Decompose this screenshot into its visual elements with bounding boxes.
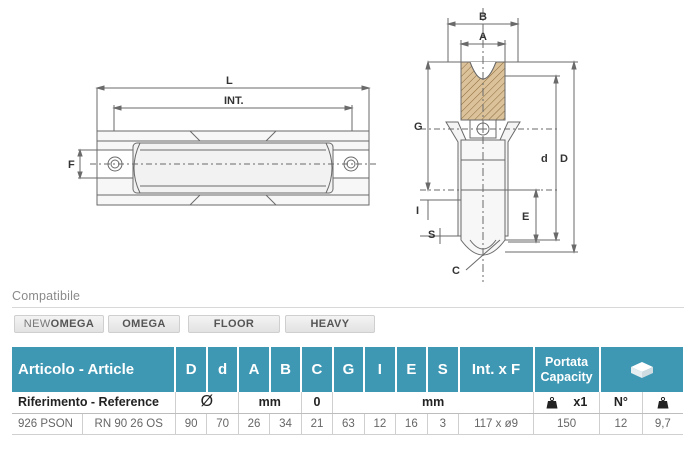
reference-label: Riferimento - Reference bbox=[12, 392, 176, 414]
label-INT: INT. bbox=[224, 95, 244, 107]
units-x1: x1 bbox=[573, 395, 588, 410]
header-capacity-it: Portata bbox=[545, 354, 589, 369]
header-E: E bbox=[395, 347, 429, 392]
cell-A: 26 bbox=[238, 413, 271, 435]
diameter-symbol: Ø bbox=[175, 392, 239, 414]
spec-table: Articolo - Article D d A B C G I E S Int… bbox=[12, 347, 683, 435]
units-capacity: x1 bbox=[533, 392, 601, 414]
dimension-labels: L INT. F B A G d D I S E C bbox=[68, 11, 568, 277]
label-L: L bbox=[226, 75, 233, 87]
weight-kg-icon bbox=[657, 396, 669, 409]
units-row: Riferimento - Reference Ø mm 0 mm x1 N° bbox=[12, 392, 683, 414]
cell-E: 16 bbox=[395, 413, 428, 435]
compatibility-divider bbox=[12, 307, 684, 308]
cell-article: 926 PSON bbox=[12, 413, 83, 435]
cell-int-f: 117 x ø9 bbox=[458, 413, 535, 435]
header-I: I bbox=[364, 347, 397, 392]
weight-kg-icon bbox=[546, 396, 558, 409]
units-number: N° bbox=[599, 392, 643, 414]
label-I: I bbox=[416, 205, 419, 217]
chip-heavy-label: HEAVY bbox=[310, 318, 350, 330]
header-int-f: Int. x F bbox=[458, 347, 535, 392]
compatibility-label: Compatibile bbox=[12, 289, 81, 303]
header-capacity: Portata Capacity bbox=[533, 347, 601, 392]
header-capacity-en: Capacity bbox=[540, 369, 593, 384]
header-S: S bbox=[427, 347, 460, 392]
header-D: D bbox=[175, 347, 208, 392]
box-icon bbox=[630, 361, 653, 378]
units-mm-2: mm bbox=[332, 392, 535, 414]
cell-d: 70 bbox=[206, 413, 239, 435]
chip-floor-label: FLOOR bbox=[213, 318, 255, 330]
chip-newomega-label: OMEGA bbox=[50, 318, 95, 330]
label-E: E bbox=[522, 211, 529, 223]
header-box bbox=[599, 347, 683, 392]
label-A: A bbox=[479, 31, 487, 43]
header-article: Articolo - Article bbox=[12, 347, 177, 392]
label-B: B bbox=[479, 11, 487, 23]
units-weight bbox=[642, 392, 683, 414]
label-G: G bbox=[414, 121, 423, 133]
label-F: F bbox=[68, 159, 75, 171]
cell-capacity: 150 bbox=[533, 413, 601, 435]
table-header-row: Articolo - Article D d A B C G I E S Int… bbox=[12, 347, 683, 392]
label-d: d bbox=[541, 153, 548, 165]
cell-number: 12 bbox=[599, 413, 643, 435]
chip-omega-label: OMEGA bbox=[122, 318, 166, 330]
header-d: d bbox=[206, 347, 240, 392]
units-zero: 0 bbox=[301, 392, 334, 414]
header-A: A bbox=[238, 347, 271, 392]
chip-newomega-prefix: NEW bbox=[23, 318, 51, 330]
side-view bbox=[420, 8, 578, 282]
cell-D: 90 bbox=[175, 413, 208, 435]
chip-floor: FLOOR bbox=[188, 315, 280, 333]
units-mm-1: mm bbox=[238, 392, 302, 414]
header-B: B bbox=[269, 347, 303, 392]
cell-reference: RN 90 26 OS bbox=[82, 413, 176, 435]
cell-C: 21 bbox=[301, 413, 334, 435]
label-S: S bbox=[428, 229, 435, 241]
cell-weight: 9,7 bbox=[642, 413, 683, 435]
technical-drawing: L INT. F B A G d D I S E C bbox=[68, 8, 578, 282]
front-view bbox=[77, 85, 376, 206]
chip-omega: OMEGA bbox=[108, 315, 180, 333]
chip-heavy: HEAVY bbox=[285, 315, 375, 333]
cell-I: 12 bbox=[364, 413, 397, 435]
table-row: 926 PSON RN 90 26 OS 90 70 26 34 21 63 1… bbox=[12, 413, 683, 435]
label-D: D bbox=[560, 153, 568, 165]
cell-B: 34 bbox=[269, 413, 302, 435]
cell-G: 63 bbox=[332, 413, 365, 435]
label-C: C bbox=[452, 265, 460, 277]
header-C: C bbox=[301, 347, 334, 392]
cell-S: 3 bbox=[427, 413, 460, 435]
header-G: G bbox=[332, 347, 366, 392]
